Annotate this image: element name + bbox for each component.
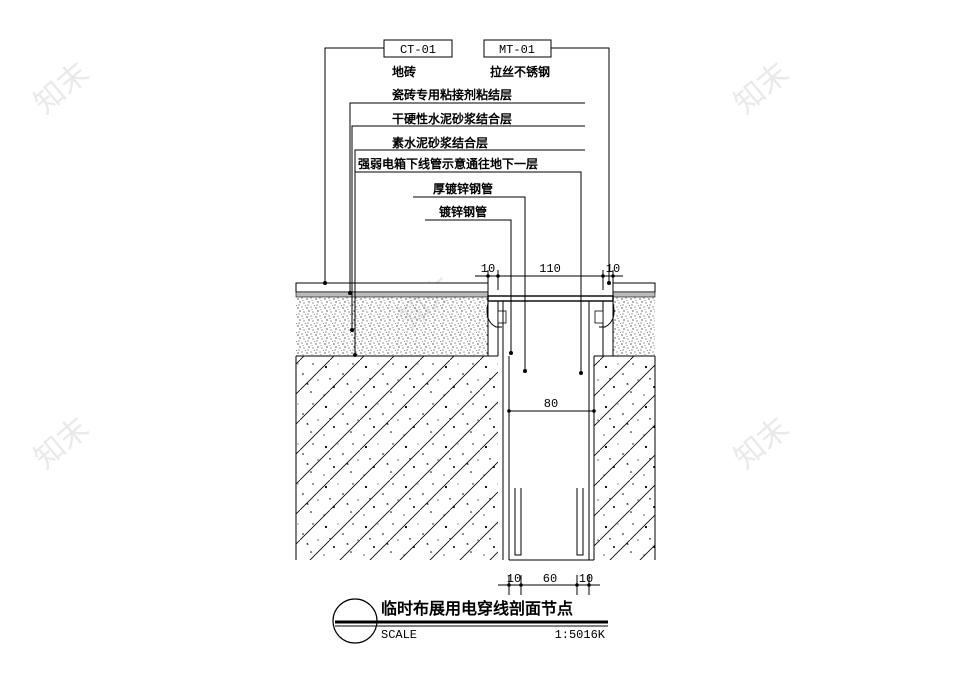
tag-name-ct01: 地砖 — [392, 64, 416, 79]
watermark: 知末 — [728, 56, 796, 121]
layer-labels: 瓷砖专用粘接剂粘结层 干硬性水泥砂浆结合层 素水泥砂浆结合层 强弱电箱下线管示意… — [358, 87, 538, 219]
scale-value: 1:5016K — [555, 628, 606, 642]
layer-label: 镀锌钢管 — [439, 204, 487, 219]
watermark: 知末 — [28, 56, 96, 121]
substrate — [295, 356, 656, 560]
dimension-top: 10 110 10 — [475, 262, 623, 290]
tag-code-mt01: MT-01 — [499, 43, 535, 57]
title-block: 临时布展用电穿线剖面节点 SCALE 1:5016K — [332, 598, 608, 644]
dim-bottom-left: 10 — [507, 572, 521, 586]
drawing-title: 临时布展用电穿线剖面节点 — [381, 599, 573, 618]
dim-bottom-right: 10 — [579, 572, 593, 586]
layer-label: 瓷砖专用粘接剂粘结层 — [392, 87, 512, 102]
steel-cover — [486, 284, 615, 356]
dimension-middle: 80 — [507, 397, 596, 413]
material-tags: CT-01 MT-01 地砖 拉丝不锈钢 — [383, 39, 552, 79]
layer-label: 厚镀锌钢管 — [433, 181, 493, 196]
dim-top-left: 10 — [481, 262, 495, 276]
watermark: 知末 — [728, 411, 796, 476]
scale-label: SCALE — [381, 628, 417, 642]
layer-label: 干硬性水泥砂浆结合层 — [392, 111, 512, 126]
dim-top-mid: 110 — [539, 262, 561, 276]
mortar-bed — [296, 297, 655, 357]
dim-top-right: 10 — [606, 262, 620, 276]
tag-name-mt01: 拉丝不锈钢 — [490, 64, 550, 79]
conduit — [502, 301, 595, 561]
leader-lines — [323, 47, 611, 375]
dim-middle: 80 — [544, 397, 558, 411]
dim-bottom-mid: 60 — [543, 572, 557, 586]
layer-label: 素水泥砂浆结合层 — [392, 135, 488, 150]
tag-code-ct01: CT-01 — [400, 43, 436, 57]
watermark: 知末 — [28, 411, 96, 476]
dimension-bottom: 10 60 10 — [498, 572, 600, 595]
layer-label: 强弱电箱下线管示意通往地下一层 — [358, 156, 538, 171]
